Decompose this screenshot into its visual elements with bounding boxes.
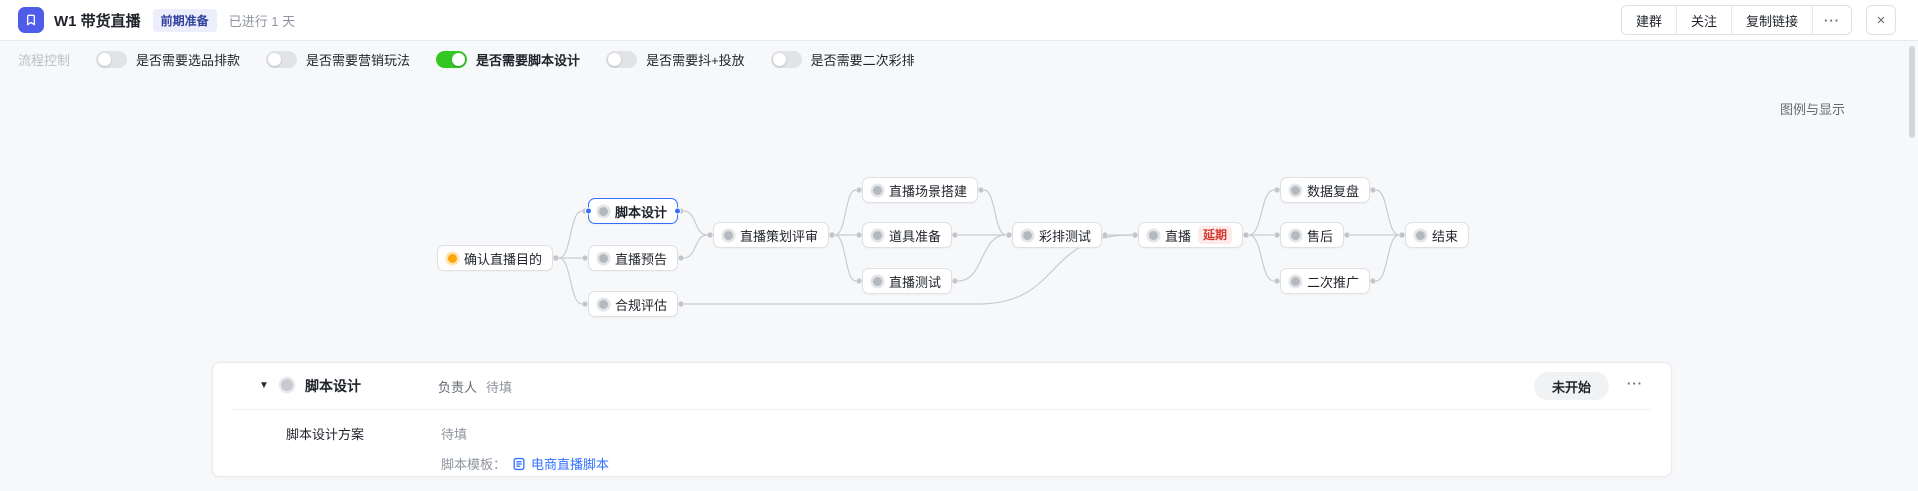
header-action-button[interactable]: 建群 — [1635, 13, 1662, 29]
gray-status-dot-icon — [873, 185, 882, 195]
header-button-group: 建群关注复制链接··· — [1620, 5, 1852, 35]
node-connector-handle[interactable] — [674, 207, 682, 215]
stage-badge: 前期准备 — [152, 8, 217, 32]
vertical-scrollbar[interactable] — [1909, 46, 1915, 138]
toggle-item: 是否需要脚本设计 — [436, 50, 580, 69]
template-label: 脚本模板： — [441, 457, 507, 472]
gray-status-dot-icon — [1291, 230, 1300, 240]
task-detail-card: ▼ 脚本设计 负责人 待填 未开始 ··· 脚本设计方案 待填 脚本模板： — [212, 362, 1672, 477]
window-header: W1 带货直播 前期准备 已进行 1 天 建群关注复制链接··· × — [0, 0, 1918, 41]
template-link-text: 电商直播脚本 — [531, 457, 610, 472]
task-status-dot-icon — [281, 379, 293, 391]
flow-node-review[interactable]: 直播策划评审 — [713, 222, 830, 248]
toggle-switch[interactable] — [266, 50, 298, 68]
toggle-knob — [268, 52, 282, 66]
collapse-caret-icon[interactable]: ▼ — [259, 380, 269, 391]
toggle-switch[interactable] — [770, 50, 802, 68]
toggle-item: 是否需要营销玩法 — [266, 50, 410, 69]
field-value[interactable]: 待填 — [441, 427, 468, 442]
legend-display-button[interactable]: 图例与显示 — [1779, 102, 1845, 117]
toggle-knob — [772, 52, 786, 66]
template-link[interactable]: 电商直播脚本 — [512, 454, 609, 473]
node-label: 直播策划评审 — [740, 228, 819, 244]
gray-status-dot-icon — [1416, 230, 1425, 240]
node-label: 确认直播目的 — [464, 251, 543, 267]
toggle-item: 是否需要二次彩排 — [770, 50, 915, 69]
gray-status-dot-icon — [599, 299, 608, 309]
gray-status-dot-icon — [599, 206, 608, 216]
toggle-item: 是否需要选品排款 — [96, 50, 240, 69]
toggle-switch[interactable] — [436, 50, 468, 68]
node-label: 直播测试 — [889, 274, 942, 290]
toggle-knob — [608, 52, 622, 66]
flow-node-promo[interactable]: 二次推广 — [1280, 268, 1371, 294]
toggle-label: 是否需要脚本设计 — [476, 52, 581, 68]
gray-status-dot-icon — [873, 276, 882, 286]
node-connector-handle[interactable] — [585, 207, 592, 215]
toggle-item: 是否需要抖+投放 — [606, 50, 745, 69]
flow-node-rehearsal[interactable]: 彩排测试 — [1012, 222, 1103, 248]
flow-node-confirm[interactable]: 确认直播目的 — [437, 245, 554, 271]
owner-value[interactable]: 待填 — [486, 380, 513, 395]
more-options-icon[interactable]: ··· — [1627, 376, 1643, 391]
flow-node-aftersale[interactable]: 售后 — [1280, 222, 1345, 248]
toggle-knob — [98, 52, 112, 66]
node-label: 脚本设计 — [615, 204, 668, 220]
node-label: 道具准备 — [889, 228, 942, 244]
toggle-label: 是否需要抖+投放 — [646, 52, 745, 68]
header-actions: 建群关注复制链接··· × — [1620, 5, 1896, 35]
toggle-label: 是否需要营销玩法 — [306, 52, 411, 68]
close-button[interactable]: × — [1866, 5, 1896, 35]
toggle-label: 是否需要二次彩排 — [810, 52, 915, 68]
flow-node-end[interactable]: 结束 — [1405, 222, 1470, 248]
node-label: 合规评估 — [615, 297, 668, 313]
flow-node-props[interactable]: 道具准备 — [862, 222, 953, 248]
toggle-knob — [452, 52, 466, 66]
task-title: 脚本设计 — [305, 378, 361, 394]
page-title: W1 带货直播 — [54, 12, 141, 30]
orange-status-dot-icon — [448, 253, 457, 263]
toggle-list: 是否需要选品排款 是否需要营销玩法 是否需要脚本设计 是否需要抖+投放 是否需要二次彩排 — [96, 50, 915, 69]
status-button[interactable]: 未开始 — [1533, 372, 1609, 400]
duration-text: 已进行 1 天 — [228, 13, 296, 29]
more-actions-button[interactable]: ··· — [1812, 6, 1851, 34]
gray-status-dot-icon — [724, 230, 733, 240]
doc-icon — [513, 457, 525, 470]
flow-node-compliance[interactable]: 合规评估 — [588, 291, 679, 317]
node-label: 彩排测试 — [1039, 228, 1092, 244]
delay-badge: 延期 — [1198, 226, 1233, 244]
gray-status-dot-icon — [1291, 185, 1300, 195]
header-action-button[interactable]: 复制链接 — [1730, 6, 1812, 34]
node-label: 售后 — [1307, 228, 1334, 244]
flow-control-toolbar: 流程控制 是否需要选品排款是否需要营销玩法是否需要脚本设计是否需要抖+投放是否需… — [0, 41, 1918, 77]
toggle-switch[interactable] — [606, 50, 638, 68]
flow-node-scene[interactable]: 直播场景搭建 — [862, 177, 979, 203]
node-label: 结束 — [1432, 228, 1459, 244]
flow-control-label: 流程控制 — [18, 52, 71, 68]
template-row: 脚本模板： 电商直播脚本 — [441, 454, 609, 473]
toggle-switch[interactable] — [96, 50, 128, 68]
bookmark-icon — [18, 7, 44, 33]
node-label: 直播预告 — [615, 251, 668, 267]
header-action-button[interactable]: 关注 — [1675, 6, 1731, 34]
node-label: 直播 — [1165, 228, 1192, 244]
gray-status-dot-icon — [599, 253, 608, 263]
flow-node-data[interactable]: 数据复盘 — [1280, 177, 1371, 203]
node-label: 数据复盘 — [1307, 183, 1360, 199]
gray-status-dot-icon — [1291, 276, 1300, 286]
field-label: 脚本设计方案 — [286, 427, 365, 442]
flow-node-script[interactable]: 脚本设计 — [585, 198, 682, 224]
gray-status-dot-icon — [1149, 230, 1158, 240]
gray-status-dot-icon — [873, 230, 882, 240]
node-label: 直播场景搭建 — [889, 183, 968, 199]
node-label: 二次推广 — [1307, 274, 1360, 290]
flow-node-preview[interactable]: 直播预告 — [588, 245, 679, 271]
gray-status-dot-icon — [1023, 230, 1032, 240]
flow-node-streamtest[interactable]: 直播测试 — [862, 268, 953, 294]
toggle-label: 是否需要选品排款 — [136, 52, 241, 68]
flow-node-live[interactable]: 直播延期 — [1138, 222, 1244, 248]
card-divider — [233, 409, 1651, 410]
owner-label: 负责人 — [438, 380, 478, 395]
task-card-header: ▼ 脚本设计 负责人 待填 未开始 ··· — [213, 363, 1671, 409]
